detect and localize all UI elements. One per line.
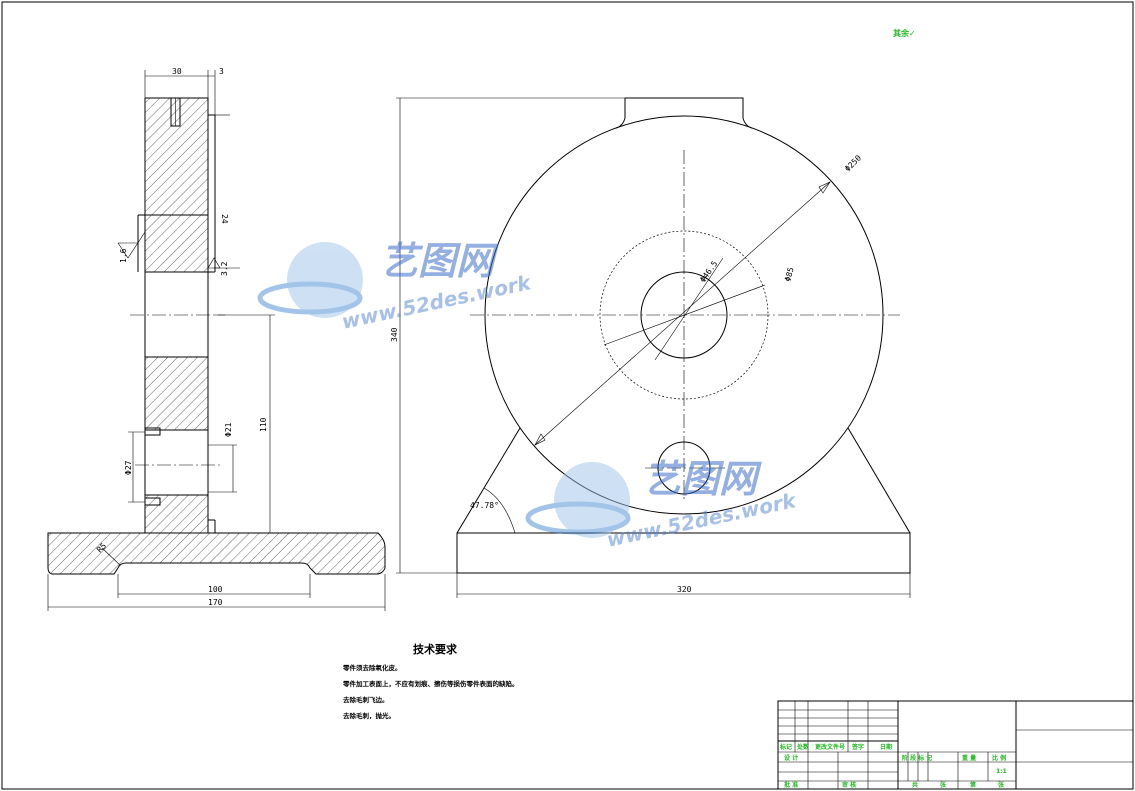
dim-pitch-dia: Φ85 (783, 266, 795, 282)
side-section-view: 30 3 24 1.6 3.2 110 Φ21 Φ27 R5 10 (47, 67, 386, 611)
tb-label-stage: 阶 段 标 记 (902, 754, 932, 762)
watermark-cn-2: 艺图网 (643, 457, 758, 501)
roughness-stamp: 其余✓ (893, 29, 916, 38)
tb-sheet-total-1: 共 (912, 781, 918, 789)
tb-label-design: 设 计 (784, 754, 798, 762)
tb-label-scale: 比 例 (992, 754, 1006, 762)
tb-label-date: 日期 (880, 743, 892, 751)
watermark-globe-1 (257, 242, 363, 318)
dim-mid-height: 24 (220, 214, 229, 224)
dim-top-small: 3 (219, 67, 224, 76)
tb-label-mark: 标记 (779, 743, 792, 751)
tb-scale-value: 1:1 (996, 768, 1007, 775)
hatch-lower (145, 495, 208, 533)
dim-bore-21: Φ21 (224, 422, 233, 437)
title-block: 标记 处数 更改文件号 签字 日期 设 计 审 核 批 准 阶 段 标 记 重 … (777, 700, 1134, 790)
roughness-2: 3.2 (220, 261, 229, 276)
dim-110: 110 (259, 417, 268, 432)
dim-bore-27: Φ27 (124, 460, 133, 475)
tech-requirements-list: 零件须去除氧化皮。 零件加工表面上，不应有划痕、擦伤等损伤零件表面的缺陷。 去除… (343, 660, 519, 724)
dim-front-width: 320 (677, 585, 692, 594)
tech-requirements-title: 技术要求 (413, 643, 457, 656)
hatch-upper (145, 98, 208, 215)
tech-item: 零件加工表面上，不应有划痕、擦伤等损伤零件表面的缺陷。 (343, 680, 519, 688)
hatch-upper-mid (145, 215, 208, 272)
dim-top-width: 30 (172, 67, 182, 76)
hatch-base (48, 533, 385, 574)
watermark-cn-1: 艺图网 (380, 239, 495, 283)
dim-base-inner: 100 (208, 585, 223, 594)
tech-item: 去除毛刺，抛光。 (343, 712, 395, 720)
roughness-1: 1.6 (119, 248, 128, 263)
tb-sheet-no-2: 张 (998, 781, 1005, 789)
tb-label-sign: 签字 (851, 743, 864, 751)
tb-sheet-total-2: 张 (940, 781, 947, 789)
hatch-lower-mid (145, 357, 208, 430)
tb-label-count: 处数 (796, 743, 810, 751)
dim-front-height: 340 (390, 327, 399, 342)
tb-label-review: 审 核 (842, 781, 856, 789)
tech-item: 去除毛刺飞边。 (343, 696, 389, 704)
dim-outer-dia: Φ250 (843, 153, 863, 173)
tech-item: 零件须去除氧化皮。 (343, 664, 402, 672)
dim-angle: 47.78° (470, 501, 499, 510)
tb-label-approve: 批 准 (784, 781, 798, 789)
tb-label-weight: 重 量 (962, 754, 976, 762)
tb-label-file: 更改文件号 (815, 743, 845, 751)
watermark-globe-2 (525, 462, 631, 538)
tb-sheet-no-1: 第 (969, 781, 976, 789)
dim-base-total: 170 (208, 598, 223, 607)
